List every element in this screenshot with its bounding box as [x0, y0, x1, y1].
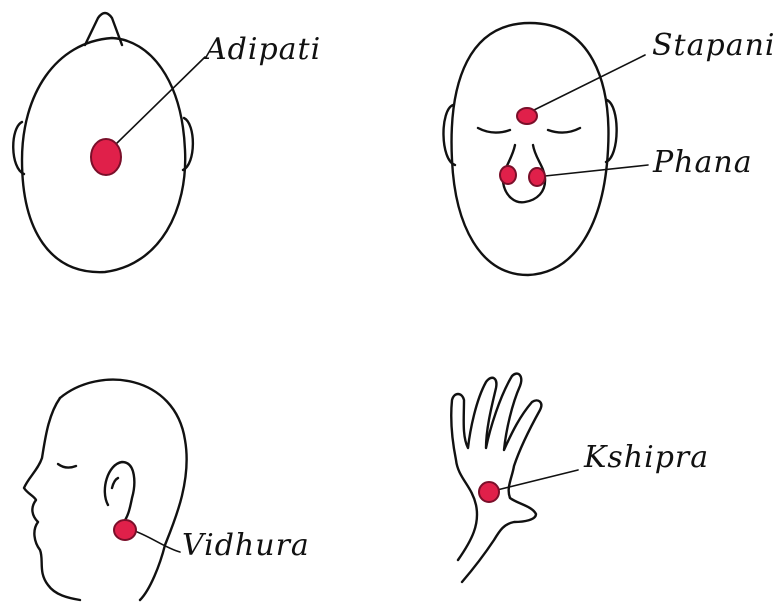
- label-vidhura: Vidhura: [182, 528, 310, 563]
- label-stapani: Stapani: [652, 28, 776, 63]
- label-kshipra: Kshipra: [584, 440, 709, 475]
- phana-point-left: [500, 166, 516, 184]
- adipati-point: [91, 139, 121, 175]
- face-front-view: [443, 23, 648, 275]
- head-top-view: [13, 13, 205, 272]
- label-phana: Phana: [653, 145, 753, 180]
- label-adipati: Adipati: [205, 32, 321, 67]
- head-side-view: [24, 380, 187, 600]
- hand-palm-view: [451, 374, 578, 582]
- stapani-point: [517, 108, 537, 124]
- vidhura-point: [114, 520, 136, 540]
- kshipra-point: [479, 482, 499, 502]
- phana-point-right: [529, 168, 545, 186]
